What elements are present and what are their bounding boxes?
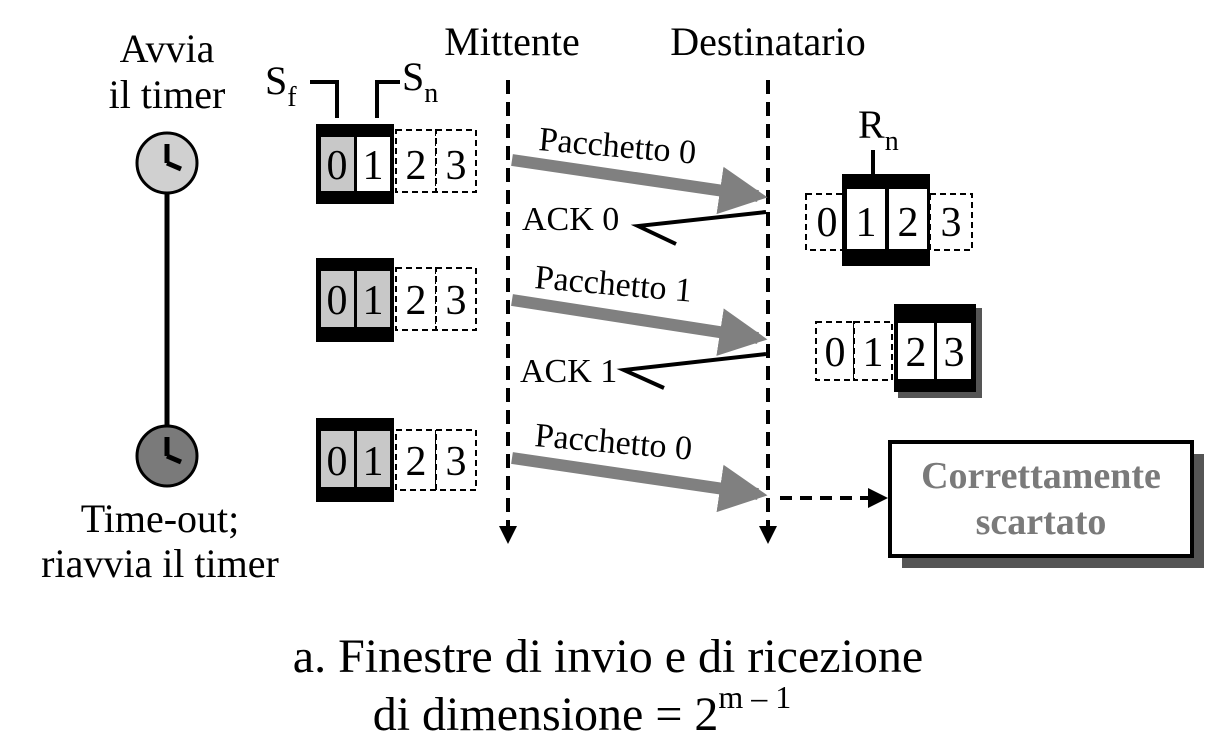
rn-label: Rn xyxy=(858,102,899,157)
seq-cell: 2 xyxy=(406,278,427,324)
seq-cell: 1 xyxy=(363,143,384,189)
result-box-line2: scartato xyxy=(976,501,1107,543)
seq-cell: 2 xyxy=(406,143,427,189)
receiver-timeline-arrowhead xyxy=(759,526,777,544)
seq-cell: 1 xyxy=(863,330,884,376)
result-box: Correttamente scartato xyxy=(888,440,1204,568)
seq-cell: 3 xyxy=(941,200,962,246)
receiver-window-2: 0 1 2 3 xyxy=(815,304,982,398)
receiver-header: Destinatario xyxy=(670,19,866,64)
packet-0-retransmit-arrow xyxy=(511,452,768,513)
seq-cell: 3 xyxy=(446,278,467,324)
seq-cell: 1 xyxy=(363,439,384,485)
sf-pointer xyxy=(310,80,339,118)
receiver-window-1: 0 1 2 3 xyxy=(805,174,973,266)
packet-1-arrow xyxy=(511,294,768,356)
seq-cell: 0 xyxy=(327,143,348,189)
packet-0-arrow xyxy=(511,154,768,215)
seq-cell: 0 xyxy=(327,439,348,485)
caption-line2: di dimensione = 2m – 1 xyxy=(373,679,792,741)
timer-start-label-line2: il timer xyxy=(109,72,226,117)
timer-timeout-label-line1: Time-out; xyxy=(81,496,240,541)
seq-cell: 2 xyxy=(406,439,427,485)
sf-label: Sf xyxy=(265,58,297,113)
caption-line1: a. Finestre di invio e di ricezione xyxy=(293,630,923,683)
timer-start-label-line1: Avvia xyxy=(120,26,215,71)
message-label-ack-1: ACK 1 xyxy=(520,353,617,390)
timer-timeout-label-line2: riavvia il timer xyxy=(41,541,279,586)
sn-label: Sn xyxy=(402,54,438,109)
seq-cell: 1 xyxy=(856,200,877,246)
sender-header: Mittente xyxy=(444,19,580,64)
timer-start-clock-icon xyxy=(135,131,199,195)
sender-window-3: 0 1 2 3 xyxy=(316,418,477,502)
seq-cell: 3 xyxy=(446,143,467,189)
sender-timeline-arrowhead xyxy=(499,526,517,544)
sender-window-2: 0 1 2 3 xyxy=(316,258,477,342)
ack-1-arrow xyxy=(616,352,767,390)
seq-cell: 0 xyxy=(817,200,838,246)
seq-cell: 2 xyxy=(898,200,919,246)
seq-cell: 0 xyxy=(327,278,348,324)
result-box-line1: Correttamente xyxy=(921,455,1161,497)
sender-window-1: 0 1 2 3 xyxy=(316,124,477,204)
sn-pointer xyxy=(375,80,400,118)
discard-arrowhead xyxy=(868,488,888,508)
seq-cell: 3 xyxy=(944,330,965,376)
seq-cell: 3 xyxy=(446,439,467,485)
seq-cell: 1 xyxy=(363,278,384,324)
seq-cell: 2 xyxy=(906,330,927,376)
message-label-ack-0: ACK 0 xyxy=(522,201,619,238)
seq-cell: 0 xyxy=(825,330,846,376)
ack-0-arrow xyxy=(630,210,767,246)
timer-timeout-clock-icon xyxy=(135,424,199,488)
